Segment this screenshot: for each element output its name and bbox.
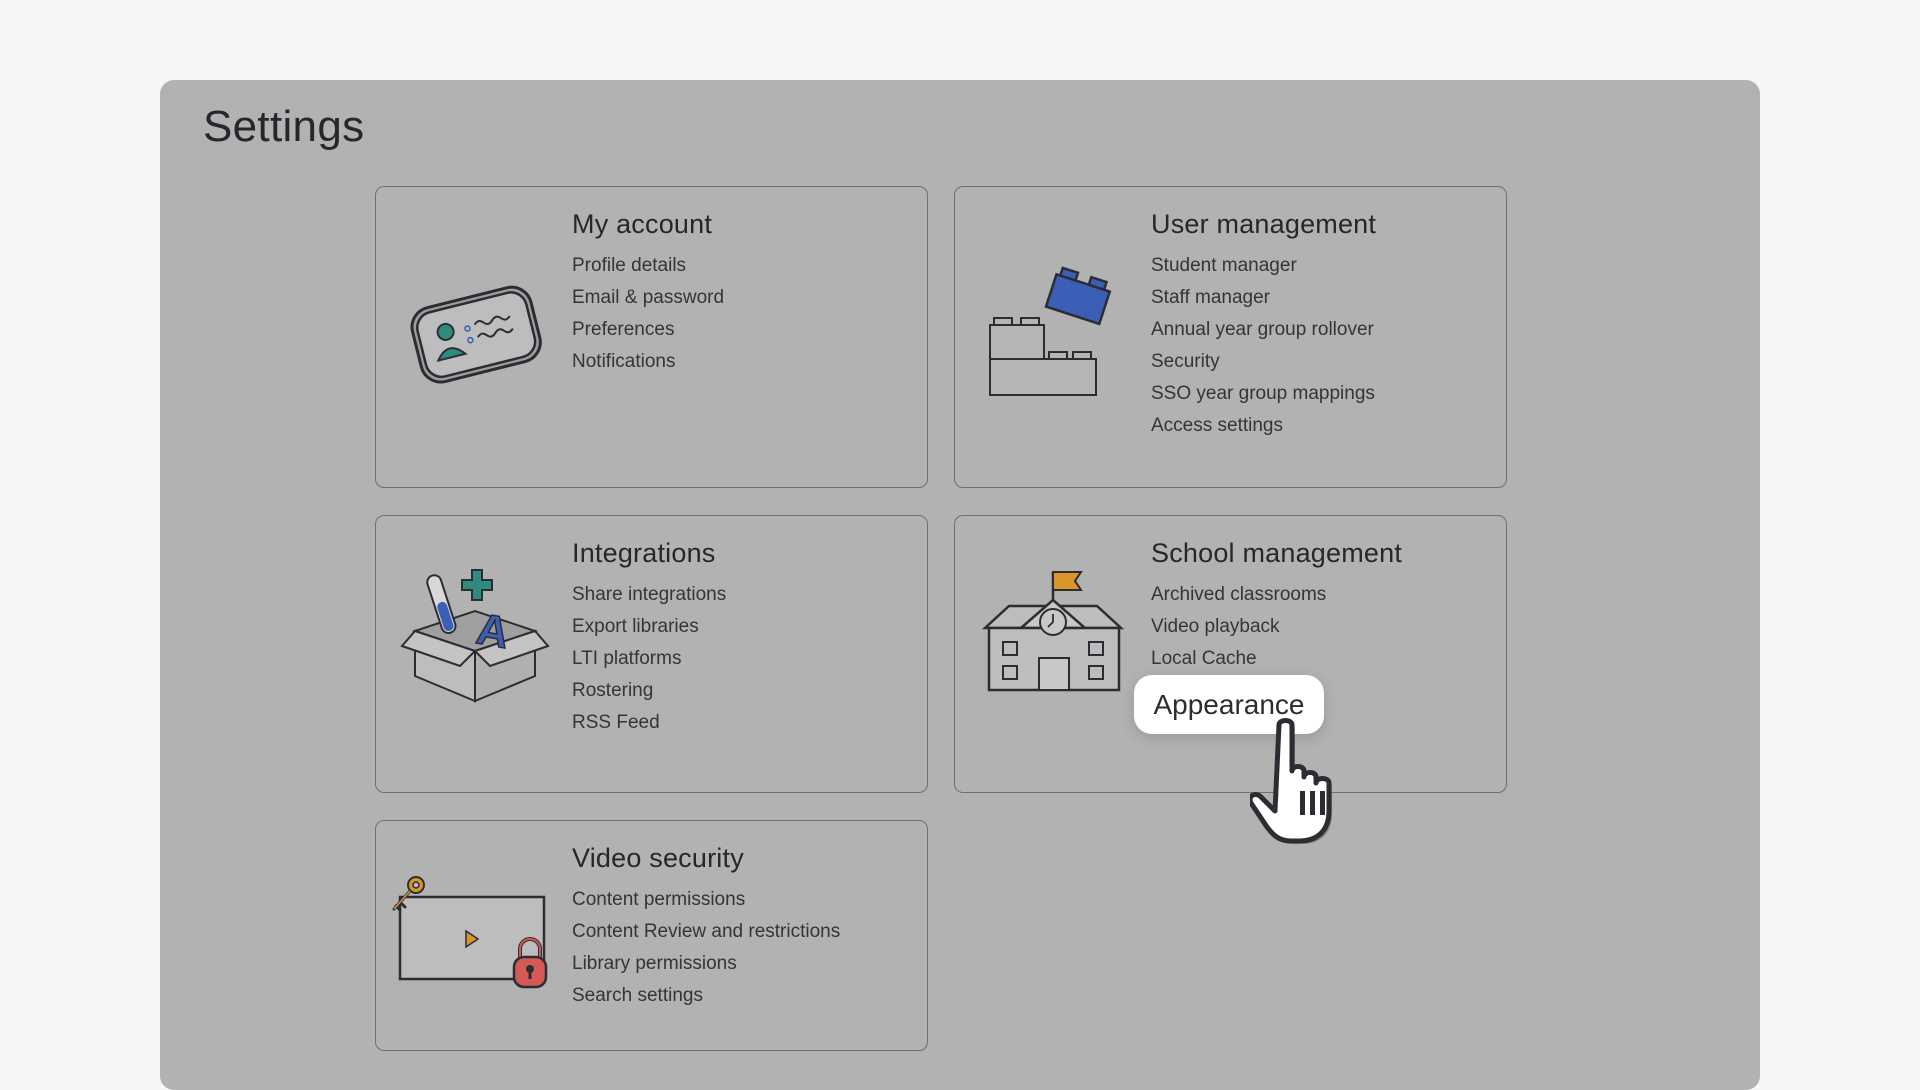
settings-panel: Settings My account Profile details Emai… — [160, 80, 1760, 1090]
building-blocks-icon — [989, 266, 1112, 396]
link-student-manager[interactable]: Student manager — [1151, 255, 1297, 276]
card-title: User management — [1151, 209, 1377, 239]
link-lti-platforms[interactable]: LTI platforms — [572, 648, 682, 669]
page-title: Settings — [203, 102, 365, 151]
link-notifications[interactable]: Notifications — [572, 351, 676, 372]
link-share-integrations[interactable]: Share integrations — [572, 584, 727, 605]
link-profile-details[interactable]: Profile details — [572, 255, 687, 276]
link-local-cache[interactable]: Local Cache — [1151, 648, 1257, 669]
svg-text:A: A — [473, 604, 513, 658]
link-preferences[interactable]: Preferences — [572, 319, 675, 340]
school-building-icon — [981, 571, 1125, 692]
hand-pointer-icon — [1250, 718, 1332, 844]
card-title: School management — [1151, 538, 1403, 568]
link-rss-feed[interactable]: RSS Feed — [572, 712, 660, 733]
card-user-management: User management Student manager Staff ma… — [954, 186, 1507, 488]
card-title: Integrations — [572, 538, 716, 568]
link-content-permissions[interactable]: Content permissions — [572, 889, 746, 910]
card-school-management: School management Archived classrooms Vi… — [954, 515, 1507, 793]
video-lock-icon — [392, 876, 548, 989]
card-title: Video security — [572, 843, 744, 873]
link-annual-rollover[interactable]: Annual year group rollover — [1151, 319, 1374, 340]
card-video-security: Video security Content permissions Conte… — [375, 820, 928, 1051]
link-email-password[interactable]: Email & password — [572, 287, 725, 308]
link-security[interactable]: Security — [1151, 351, 1220, 372]
link-search-settings[interactable]: Search settings — [572, 985, 703, 1006]
box-science-icon: A — [400, 569, 550, 703]
link-video-playback[interactable]: Video playback — [1151, 616, 1280, 637]
link-rostering[interactable]: Rostering — [572, 680, 654, 701]
card-title: My account — [572, 209, 713, 239]
link-library-permissions[interactable]: Library permissions — [572, 953, 737, 974]
link-content-review[interactable]: Content Review and restrictions — [572, 921, 841, 942]
link-archived-classrooms[interactable]: Archived classrooms — [1151, 584, 1327, 605]
link-access-settings[interactable]: Access settings — [1151, 415, 1283, 436]
link-export-libraries[interactable]: Export libraries — [572, 616, 699, 637]
id-card-icon — [410, 285, 542, 384]
card-my-account: My account Profile details Email & passw… — [375, 186, 928, 488]
link-staff-manager[interactable]: Staff manager — [1151, 287, 1271, 308]
card-integrations: A Integrations Share integrations Export… — [375, 515, 928, 793]
link-sso-mappings[interactable]: SSO year group mappings — [1151, 383, 1375, 404]
